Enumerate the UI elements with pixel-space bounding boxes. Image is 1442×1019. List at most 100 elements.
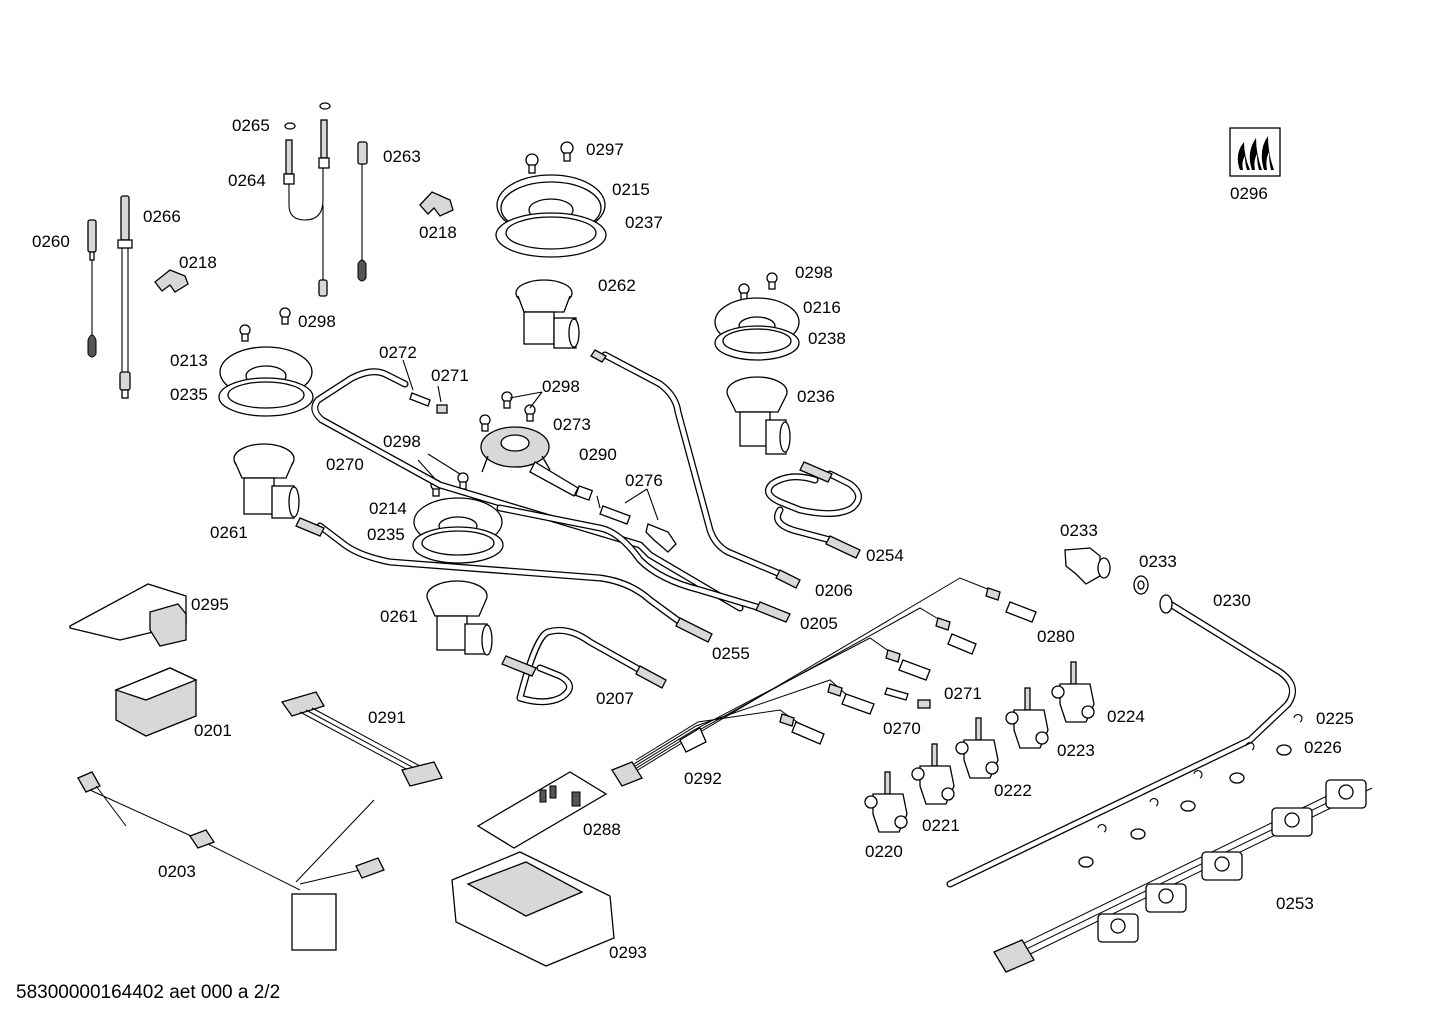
gas-pipe-0255 — [295, 517, 713, 643]
label-0236: 0236 — [797, 387, 835, 406]
gas-tap-0220 — [864, 771, 908, 833]
control-board-0288 — [476, 771, 608, 849]
housing-0293 — [451, 851, 615, 967]
label-0216: 0216 — [803, 298, 841, 317]
part-labels: 0265 0263 0264 0266 0260 0218 0218 0297 … — [32, 116, 1354, 962]
burner-ring-0238 — [714, 325, 800, 361]
label-0280: 0280 — [1037, 627, 1075, 646]
circlip-0265 — [284, 102, 331, 130]
clip-0218-left — [154, 269, 189, 293]
burner-body-0261-bottom — [426, 580, 493, 656]
label-0221: 0221 — [922, 816, 960, 835]
gas-pipe-0270 — [311, 368, 744, 612]
thermocouple-0264 — [283, 119, 330, 297]
label-0201: 0201 — [194, 721, 232, 740]
label-0222: 0222 — [994, 781, 1032, 800]
sleeve-0290 — [574, 485, 594, 501]
burner-body-0261-top — [233, 443, 300, 519]
burner-ring-0235-center — [412, 526, 504, 564]
label-0270-right: 0270 — [883, 719, 921, 738]
label-0298-wok: 0298 — [542, 377, 580, 396]
label-0214: 0214 — [369, 499, 407, 518]
label-0271-right: 0271 — [944, 684, 982, 703]
ignition-harness-0292 — [611, 577, 991, 787]
label-0218-left: 0218 — [179, 253, 217, 272]
nozzle-0271-right — [884, 687, 931, 709]
label-0225: 0225 — [1316, 709, 1354, 728]
clip-0218-right — [419, 191, 454, 217]
label-0223: 0223 — [1057, 741, 1095, 760]
label-0230: 0230 — [1213, 591, 1251, 610]
label-0220: 0220 — [865, 842, 903, 861]
label-0298-right: 0298 — [795, 263, 833, 282]
gas-pipe-0254 — [764, 461, 862, 559]
gas-tap-0224 — [1051, 661, 1095, 723]
label-0218-right: 0218 — [419, 223, 457, 242]
label-0295: 0295 — [191, 595, 229, 614]
gas-flame-icon — [1229, 127, 1281, 177]
label-0297: 0297 — [586, 140, 624, 159]
label-0290: 0290 — [579, 445, 617, 464]
nozzle-0276 — [599, 505, 677, 553]
burner-ring-0235-left — [218, 377, 314, 417]
screw-0297 — [525, 141, 574, 174]
ignition-electrode-0280 — [779, 587, 1037, 745]
label-0213: 0213 — [170, 351, 208, 370]
label-0262: 0262 — [598, 276, 636, 295]
label-0288: 0288 — [583, 820, 621, 839]
burner-body-0236 — [726, 376, 791, 455]
label-0298-center: 0298 — [383, 432, 421, 451]
screws-0298-wok — [479, 391, 536, 432]
nozzle-0271 — [436, 404, 448, 414]
label-0292: 0292 — [684, 769, 722, 788]
label-0226: 0226 — [1304, 738, 1342, 757]
label-0235-center: 0235 — [367, 525, 405, 544]
clips-0225 — [1097, 714, 1303, 833]
label-0265: 0265 — [232, 116, 270, 135]
leader-lines — [402, 359, 659, 521]
gas-pipe-0205 — [496, 504, 791, 623]
screws-0298-right — [738, 272, 778, 301]
label-0291: 0291 — [368, 708, 406, 727]
label-0233-elbow: 0233 — [1060, 521, 1098, 540]
gas-tap-0221 — [911, 743, 955, 805]
label-0261-bottom: 0261 — [380, 607, 418, 626]
wiring-harness-0203 — [77, 771, 385, 951]
connecting-cable-0291 — [280, 691, 443, 787]
label-0261-top: 0261 — [210, 523, 248, 542]
elbow-connector-0233 — [1064, 547, 1111, 585]
label-0298-left: 0298 — [298, 312, 336, 331]
burner-ring-0237 — [495, 212, 607, 258]
label-0293: 0293 — [609, 943, 647, 962]
ignition-module-0201 — [114, 667, 198, 737]
gas-pipe-0206 — [590, 349, 801, 589]
label-0235-left: 0235 — [170, 385, 208, 404]
label-0273: 0273 — [553, 415, 591, 434]
gas-tap-0222 — [955, 717, 999, 779]
screws-0298-left — [239, 307, 291, 342]
thermocouple-0260 — [87, 219, 97, 358]
label-0266: 0266 — [143, 207, 181, 226]
label-0237: 0237 — [625, 213, 663, 232]
label-0270-left: 0270 — [326, 455, 364, 474]
burner-body-0262 — [515, 279, 580, 349]
label-0255: 0255 — [712, 644, 750, 663]
label-0205: 0205 — [800, 614, 838, 633]
label-0215: 0215 — [612, 180, 650, 199]
label-0207: 0207 — [596, 689, 634, 708]
gas-tap-0223 — [1005, 687, 1049, 749]
cover-0295 — [69, 583, 187, 647]
washers-0226 — [1078, 744, 1292, 868]
label-0233-washer: 0233 — [1139, 552, 1177, 571]
label-0271-top: 0271 — [431, 366, 469, 385]
nozzle-0272 — [409, 392, 431, 407]
label-0224: 0224 — [1107, 707, 1145, 726]
seal-washer-0233 — [1133, 575, 1149, 595]
thermocouple-0266 — [117, 195, 133, 399]
thermocouple-0263 — [357, 141, 368, 282]
main-gas-pipe-0230 — [946, 594, 1296, 888]
label-0276: 0276 — [625, 471, 663, 490]
label-0272: 0272 — [379, 343, 417, 362]
